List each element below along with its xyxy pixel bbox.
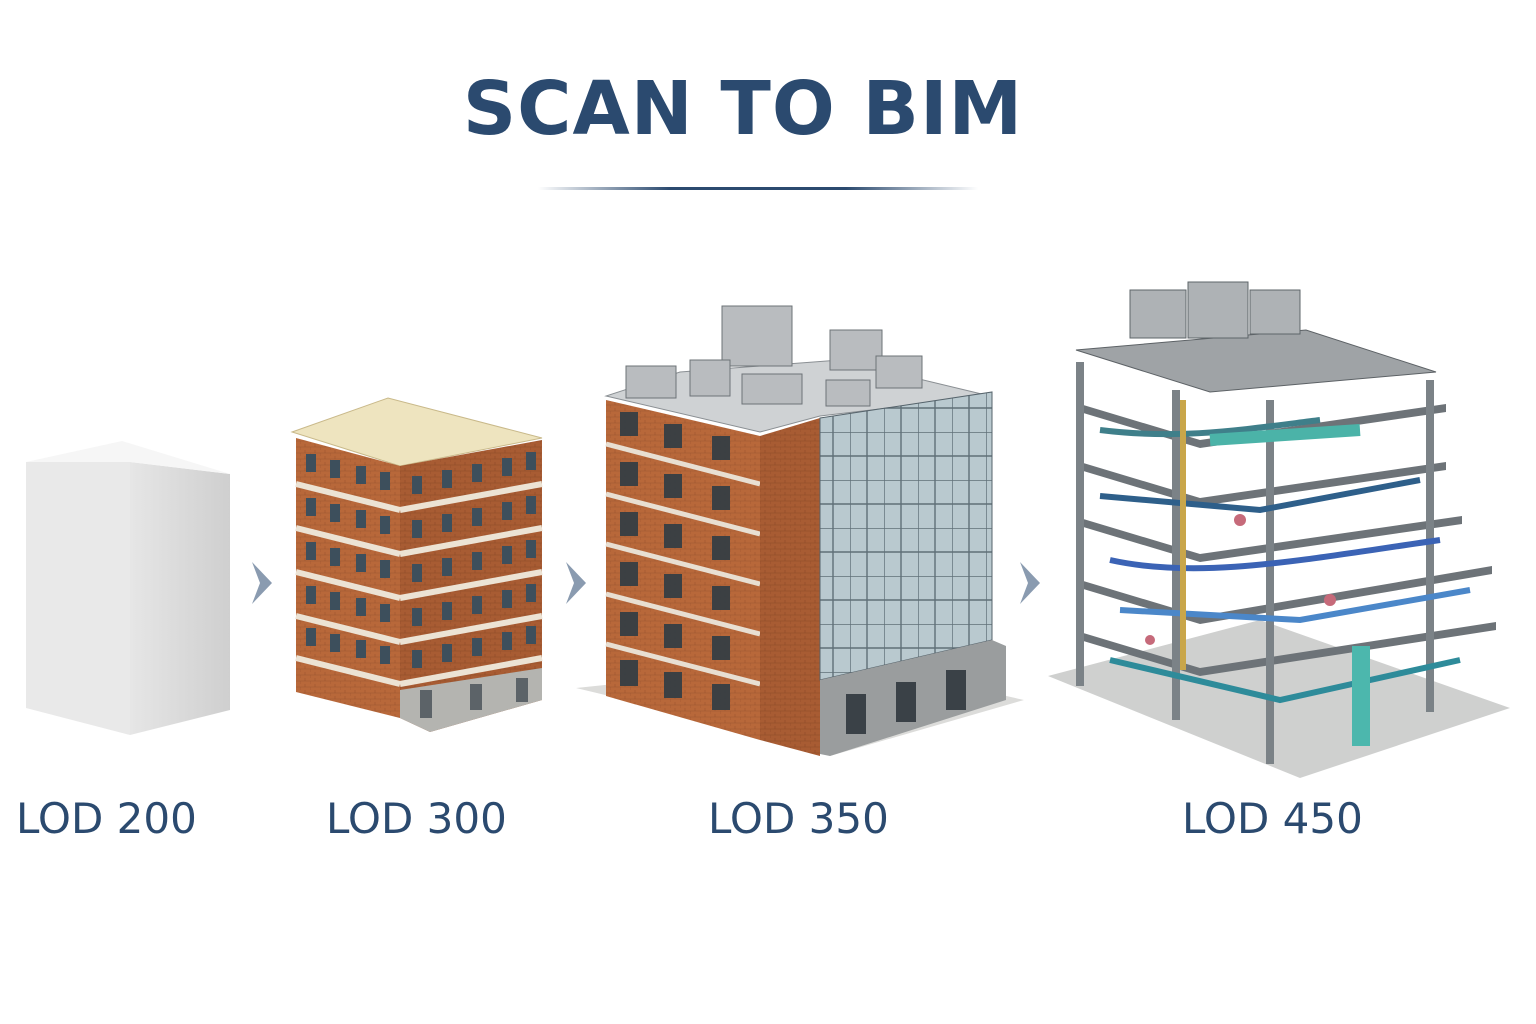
lod450-structure [1048,281,1510,778]
page-title: SCAN TO BIM [462,66,1024,152]
lod200-mass [26,441,230,735]
stage-label-lod200: LOD 200 [16,794,197,843]
stage-label-lod350: LOD 350 [708,794,889,843]
stage-label-lod450: LOD 450 [1182,794,1363,843]
title-underline [538,187,978,190]
lod300-building [290,397,543,732]
chevron-right-icon [252,562,272,604]
stage-label-lod300: LOD 300 [326,794,507,843]
lod350-building [576,305,1024,756]
chevron-right-icon [1020,562,1040,604]
chevron-right-icon [566,562,586,604]
